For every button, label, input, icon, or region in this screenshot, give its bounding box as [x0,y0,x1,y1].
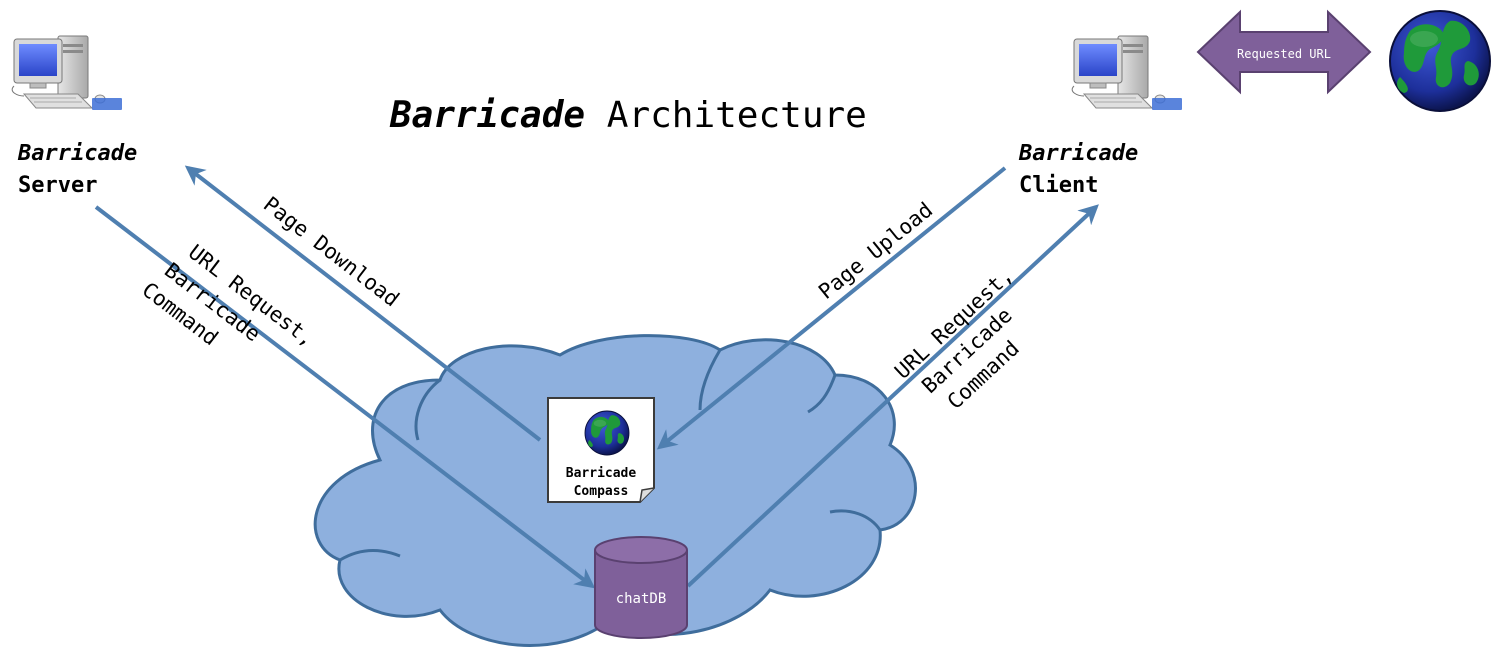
client-computer-icon [1071,35,1183,111]
compass-label-line2: Compass [574,484,629,499]
page-upload-arrow [656,166,1007,450]
server-computer-icon [11,35,123,111]
left-url-request-arrow [94,205,596,589]
compass-document-icon: Barricade Compass [547,397,655,503]
diagram-title: Barricade Architecture [389,95,867,136]
svg-text:Page Upload: Page Upload [814,198,937,304]
server-label-line1: Barricade [17,141,137,166]
left-request-label: URL Request, Barricade Command [138,240,319,351]
right-url-request-arrow [686,204,1099,588]
client-label-line1: Barricade [1018,141,1138,166]
globe-icon [1389,10,1491,112]
right-request-label: URL Request, Barricade Command [890,263,1024,414]
database-label: chatDB [616,591,667,607]
compass-label-line1: Barricade [566,466,637,481]
compass-globe-icon [584,410,630,456]
svg-text:Page Download: Page Download [259,192,404,312]
client-label-line2: Client [1019,173,1098,198]
page-download-label: Page Download [259,192,404,312]
double-arrow-icon [1196,9,1372,95]
page-upload-label: Page Upload [814,198,937,304]
server-label-line2: Server [18,173,97,198]
database-cylinder-icon: chatDB [594,536,688,639]
page-download-arrow [184,165,542,442]
requested-url-label: Requested URL [1237,47,1331,61]
